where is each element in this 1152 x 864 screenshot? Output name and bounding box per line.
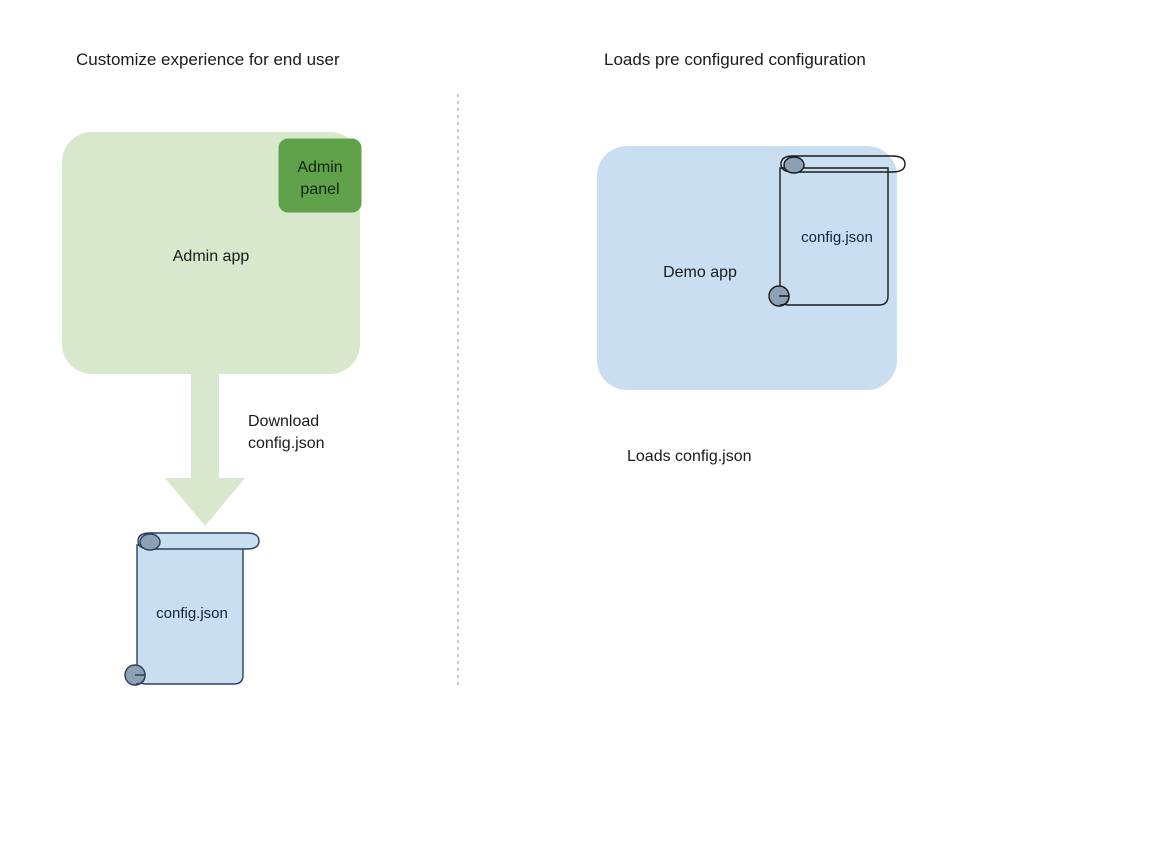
scroll-bottom-curl-left [135,674,146,685]
config-json-label-right: config.json [801,229,873,246]
demo-app-box[interactable] [597,146,897,390]
left-panel-group: Customize experience for end user Admin … [62,50,362,686]
download-arrow-label-line2: config.json [248,435,325,452]
admin-panel-badge-label-line2: panel [300,181,339,198]
download-arrow-label-line1: Download [248,413,319,430]
admin-panel-badge[interactable] [278,138,362,213]
scroll-top-roll-right [780,155,906,173]
config-json-scroll-right[interactable]: config.json [768,155,906,307]
download-arrow-icon [165,374,245,526]
admin-panel-badge-label-line1: Admin [297,159,342,176]
scroll-bottom-curl-right [779,295,790,306]
config-json-label-left: config.json [156,605,228,622]
scroll-top-roll-knob-right [783,156,805,174]
config-json-scroll-left[interactable]: config.json [124,532,260,686]
left-panel-heading: Customize experience for end user [76,50,340,69]
loads-config-caption: Loads config.json [627,448,752,465]
right-panel-heading: Loads pre configured configuration [604,50,866,69]
scroll-top-roll-left [137,532,260,550]
right-panel-group: Loads pre configured configuration Demo … [597,50,906,465]
admin-app-label: Admin app [173,248,250,265]
demo-app-label: Demo app [663,264,737,281]
scroll-top-roll-knob-left [139,533,161,551]
